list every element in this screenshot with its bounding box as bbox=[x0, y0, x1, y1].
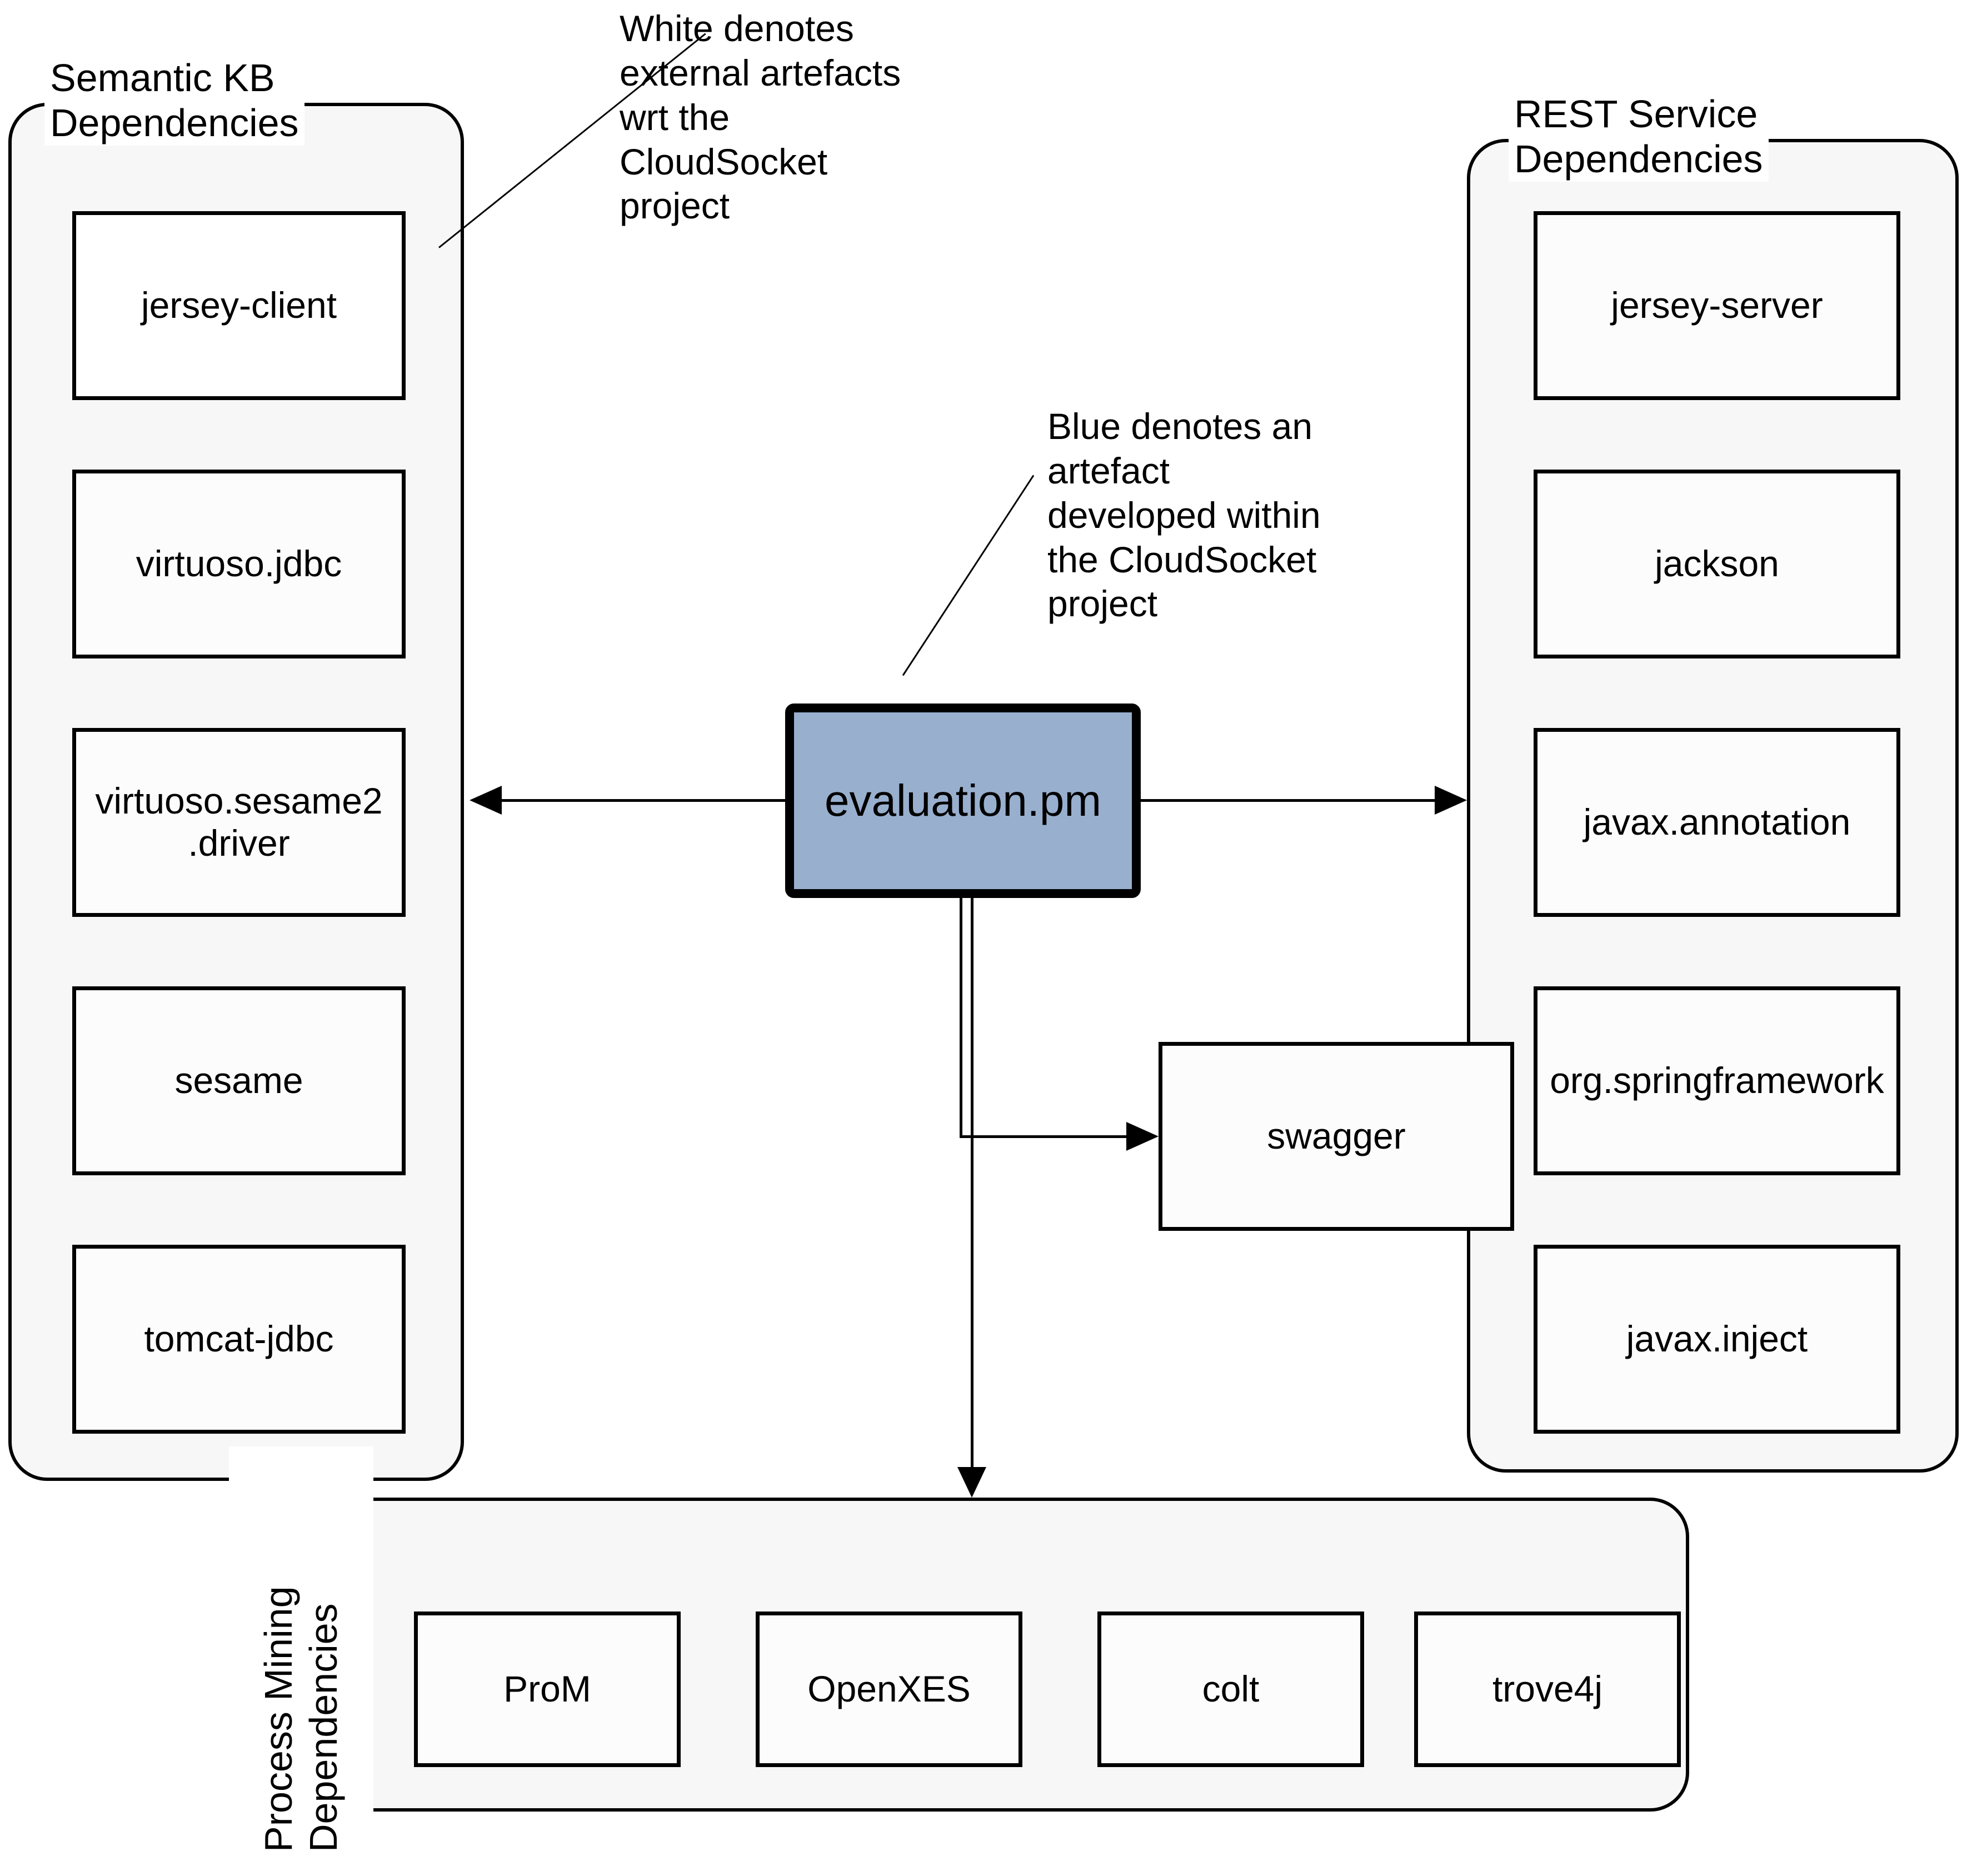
arrow-left-line bbox=[478, 799, 785, 802]
evaluation-pm-node: evaluation.pm bbox=[785, 704, 1141, 898]
arrow-swagger-head bbox=[1126, 1122, 1159, 1151]
node-javax-inject: javax.inject bbox=[1534, 1245, 1900, 1434]
node-openxes: OpenXES bbox=[756, 1611, 1022, 1767]
swagger-node: swagger bbox=[1159, 1042, 1514, 1231]
node-trove4j: trove4j bbox=[1414, 1611, 1681, 1767]
rest-service-title: REST Service Dependencies bbox=[1509, 92, 1769, 182]
node-virtuoso-sesame2-driver: virtuoso.sesame2 .driver bbox=[72, 728, 406, 917]
arrow-down-line bbox=[971, 896, 973, 1467]
leader-line-blue-note bbox=[902, 475, 1035, 676]
arrow-swagger-vline bbox=[960, 896, 962, 1136]
arrow-down-head bbox=[957, 1467, 986, 1498]
process-mining-title: Process Mining Dependencies bbox=[229, 1446, 373, 1860]
note-blue-artefact: Blue denotes an artefact developed withi… bbox=[1047, 406, 1321, 625]
node-virtuoso-jdbc: virtuoso.jdbc bbox=[72, 470, 406, 658]
arrow-left-head bbox=[470, 786, 502, 815]
node-jackson: jackson bbox=[1534, 470, 1900, 658]
node-tomcat-jdbc: tomcat-jdbc bbox=[72, 1245, 406, 1434]
note-white-artefacts: White denotes external artefacts wrt the… bbox=[620, 8, 901, 227]
node-javax-annotation: javax.annotation bbox=[1534, 728, 1900, 917]
node-colt: colt bbox=[1097, 1611, 1364, 1767]
semantic-kb-title: Semantic KB Dependencies bbox=[44, 56, 304, 146]
node-sesame: sesame bbox=[72, 986, 406, 1175]
node-jersey-server: jersey-server bbox=[1534, 211, 1900, 400]
arrow-right-head bbox=[1435, 786, 1467, 815]
node-jersey-client: jersey-client bbox=[72, 211, 406, 400]
node-org-springframework: org.springframework bbox=[1534, 986, 1900, 1175]
arrow-right-line bbox=[1141, 799, 1435, 802]
node-prom: ProM bbox=[414, 1611, 681, 1767]
arrow-swagger-hline bbox=[960, 1135, 1127, 1138]
